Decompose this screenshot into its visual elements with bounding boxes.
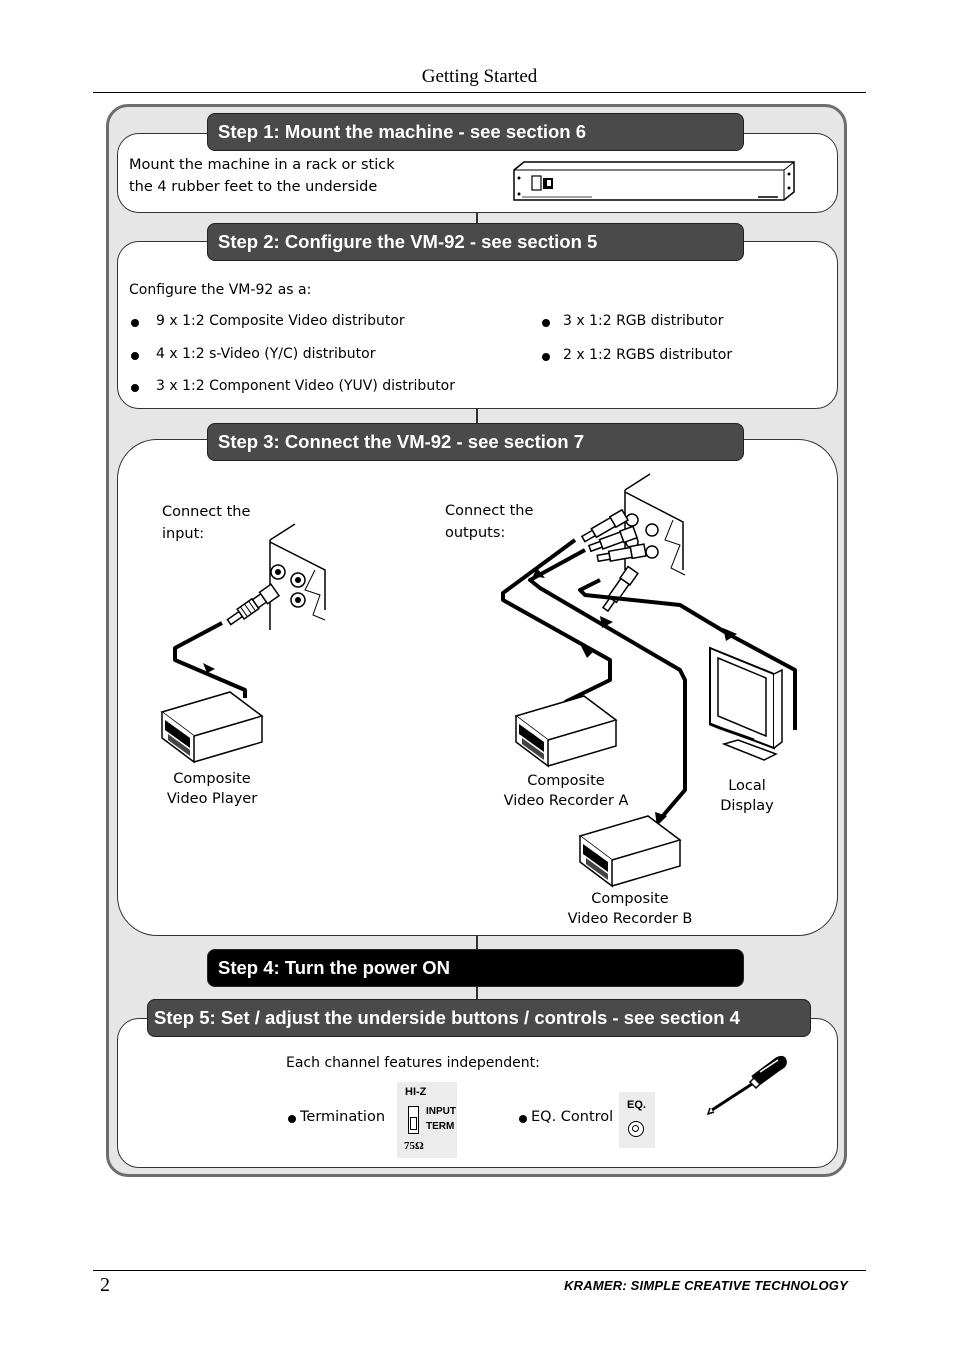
output-label: Connect the — [445, 503, 534, 519]
step1-text-line1: Mount the machine in a rack or stick — [129, 157, 395, 173]
video-recorder-a-label: Composite Video Recorder A — [496, 771, 636, 811]
caption-line: Composite — [591, 891, 669, 907]
step1-text-line2: the 4 rubber feet to the underside — [129, 179, 378, 195]
step2-panel — [117, 241, 838, 409]
config-option: 3 x 1:2 RGB distributor — [563, 313, 724, 329]
input-label: Connect the — [162, 504, 251, 520]
step3-header: Step 3: Connect the VM-92 - see section … — [207, 423, 744, 461]
connector — [476, 212, 478, 226]
video-recorder-b-label: Composite Video Recorder B — [556, 889, 704, 929]
eq-knob-icon — [628, 1121, 644, 1137]
bullet — [519, 1115, 527, 1123]
caption-line: Local — [728, 778, 766, 794]
video-recorder-b-illustration — [578, 815, 682, 888]
video-player-illustration — [160, 691, 264, 764]
connector — [476, 986, 478, 1000]
output-connection-diagram — [501, 473, 797, 827]
footer-rule — [93, 1270, 866, 1271]
bullet — [131, 352, 139, 360]
step5-header: Step 5: Set / adjust the underside butto… — [147, 999, 811, 1037]
bullet — [542, 353, 550, 361]
video-recorder-a-illustration — [514, 695, 618, 768]
step2-intro: Configure the VM-92 as a: — [129, 282, 312, 298]
step5-intro: Each channel features independent: — [286, 1055, 540, 1071]
bullet — [131, 319, 139, 327]
local-display-label: Local Display — [702, 776, 792, 816]
connector — [476, 935, 478, 951]
eq-control-graphic: EQ. — [619, 1092, 655, 1148]
caption-line: Video Player — [166, 791, 258, 807]
step5-panel — [117, 1018, 838, 1168]
config-option: 4 x 1:2 s-Video (Y/C) distributor — [156, 346, 376, 362]
caption-line: Video Recorder A — [503, 793, 629, 809]
termination-label: Termination — [300, 1109, 386, 1125]
screwdriver-icon — [706, 1055, 787, 1116]
switch-knob — [410, 1117, 417, 1130]
switch-term-label: TERM — [426, 1121, 455, 1132]
output-label: outputs: — [445, 525, 506, 541]
config-option: 2 x 1:2 RGBS distributor — [563, 347, 733, 363]
switch-input-label: INPUT — [426, 1106, 456, 1117]
eq-knob-label: EQ. — [627, 1099, 646, 1111]
termination-switch-graphic: HI-Z INPUT TERM 75Ω — [397, 1082, 457, 1158]
caption-line: Video Recorder B — [567, 911, 693, 927]
step4-header: Step 4: Turn the power ON — [207, 949, 744, 987]
eq-knob-center — [632, 1125, 639, 1132]
eq-control-label: EQ. Control — [531, 1109, 614, 1125]
bullet — [288, 1115, 296, 1123]
caption-line: Composite — [173, 771, 251, 787]
page-header-title: Getting Started — [93, 64, 866, 93]
connector — [476, 408, 478, 424]
input-label: input: — [162, 526, 205, 542]
switch-body — [408, 1106, 419, 1134]
switch-hi-z-label: HI-Z — [405, 1086, 427, 1098]
bullet — [542, 319, 550, 327]
caption-line: Display — [720, 798, 774, 814]
bullet — [131, 384, 139, 392]
switch-75ohm-label: 75Ω — [404, 1140, 424, 1152]
page-number: 2 — [100, 1274, 110, 1296]
input-connection-diagram — [173, 523, 326, 698]
caption-line: Composite — [527, 773, 605, 789]
video-player-label: Composite Video Player — [150, 769, 274, 809]
footer-brand: KRAMER: SIMPLE CREATIVE TECHNOLOGY — [564, 1278, 848, 1293]
local-display-illustration — [709, 646, 783, 761]
step1-header: Step 1: Mount the machine - see section … — [207, 113, 744, 151]
step2-header: Step 2: Configure the VM-92 - see sectio… — [207, 223, 744, 261]
config-option: 3 x 1:2 Component Video (YUV) distributo… — [156, 378, 456, 394]
rack-unit-illustration — [513, 161, 795, 201]
config-option: 9 x 1:2 Composite Video distributor — [156, 313, 405, 329]
